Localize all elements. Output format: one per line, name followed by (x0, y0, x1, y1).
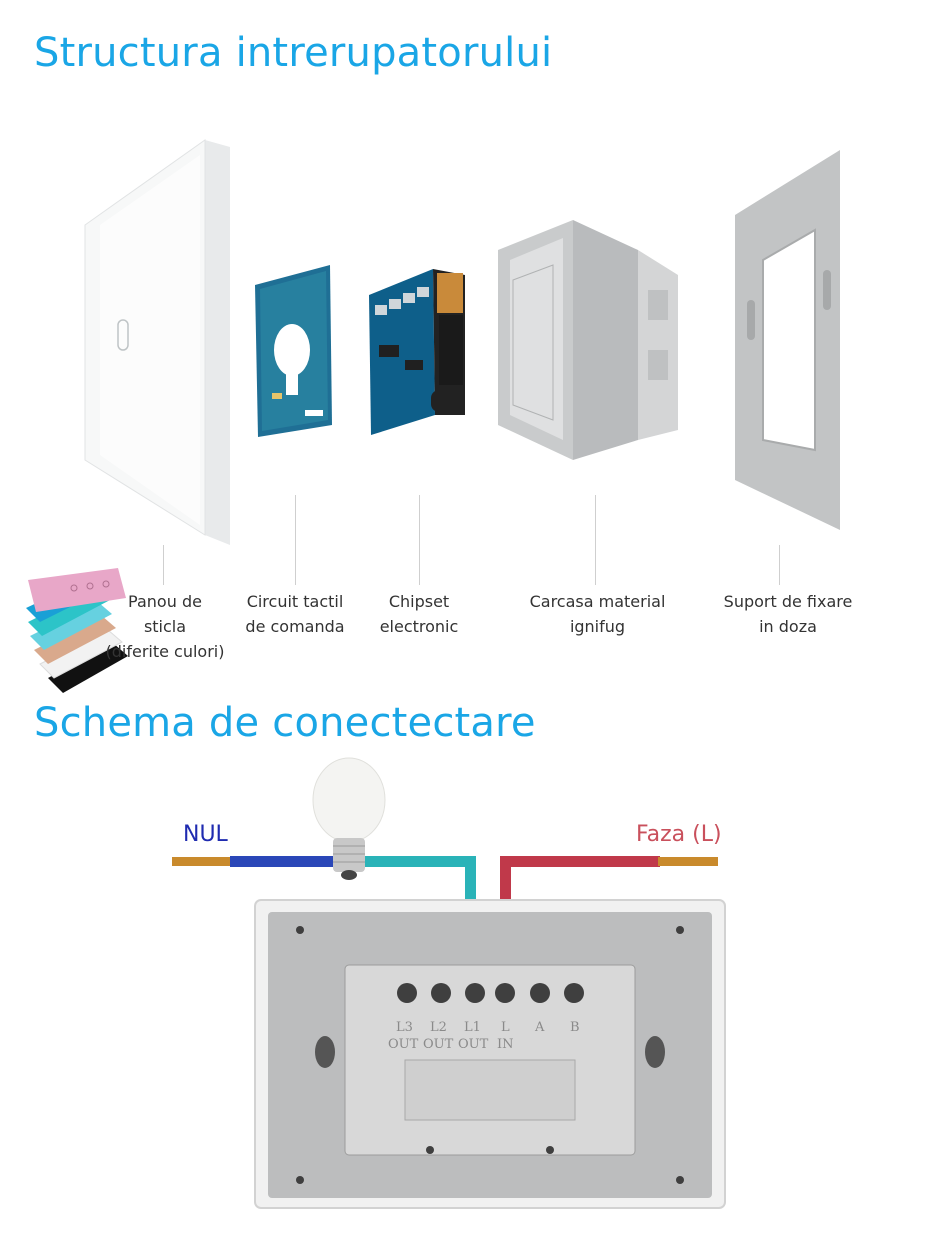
terminal-label-l2: L2 (430, 1020, 447, 1035)
housing-leader-line (595, 495, 596, 585)
terminal-label-l3: L3 (396, 1020, 413, 1035)
neutral-wire (172, 856, 340, 867)
panel-leader-line (163, 545, 164, 585)
structure-heading: Structura intrerupatorului (34, 30, 553, 76)
terminal-label-l1: L1 (464, 1020, 481, 1035)
label-mounting-support: Suport de fixare in doza (723, 592, 853, 636)
terminal-type-l1: OUT (458, 1037, 489, 1052)
terminal-type-l: IN (497, 1037, 514, 1052)
wiring-heading: Schema de conectectare (34, 700, 536, 746)
label-glass-panel: Panou de sticla (diferite culori) (105, 592, 225, 661)
light-bulb-icon (312, 757, 386, 880)
label-touch-circuit: Circuit tactil de comanda (245, 592, 345, 636)
terminal-label-b: B (570, 1020, 580, 1035)
mounting-support-illustration (735, 150, 840, 530)
touch-circuit-illustration (255, 265, 332, 437)
chipset-illustration (369, 269, 465, 435)
terminal-labels: L3 L2 L1 L A B OUT OUT OUT IN (388, 1020, 580, 1052)
terminal-label-l: L (501, 1020, 510, 1035)
terminal-type-l3: OUT (388, 1037, 419, 1052)
circuit-leader-line (295, 495, 296, 585)
label-chipset: Chipset electronic (379, 592, 459, 636)
support-leader-line (779, 545, 780, 585)
glass-panel-illustration (84, 139, 230, 545)
switch-back-plate (254, 899, 726, 1209)
fireproof-housing-illustration (498, 220, 678, 460)
terminal-label-a: A (534, 1020, 545, 1035)
terminal-type-l2: OUT (423, 1037, 454, 1052)
phase-label: Faza (L) (636, 822, 722, 847)
label-fireproof-housing: Carcasa material ignifug (529, 592, 666, 636)
chipset-leader-line (419, 495, 420, 585)
panel-color-swatches (26, 568, 128, 693)
neutral-label: NUL (183, 822, 228, 847)
